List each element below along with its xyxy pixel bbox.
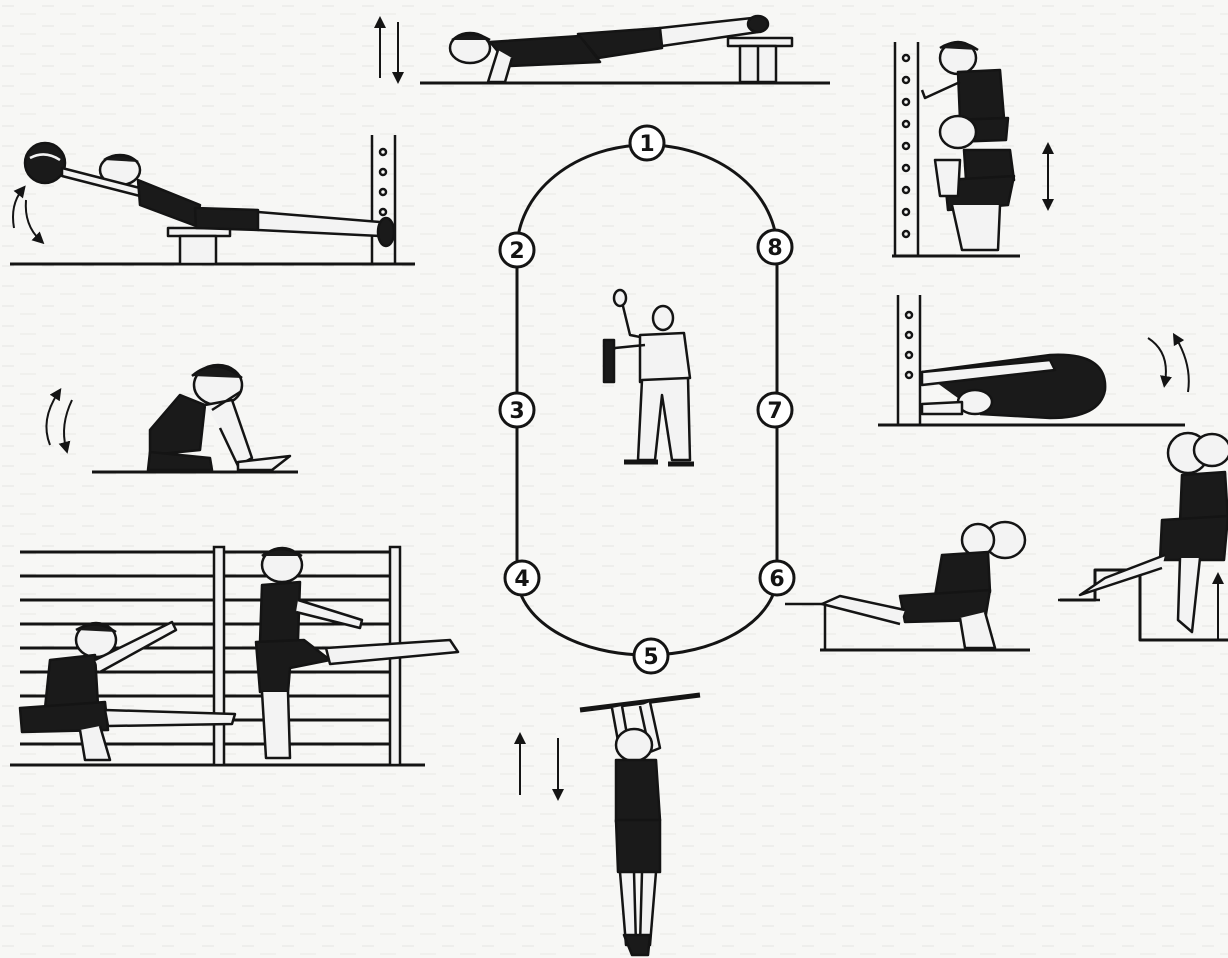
- station-marker-2: 2: [500, 233, 534, 267]
- station-marker-8: 8: [758, 230, 792, 264]
- station-label-1: 1: [639, 132, 654, 157]
- station-label-6: 6: [769, 567, 784, 592]
- station-marker-6: 6: [760, 561, 794, 595]
- station-marker-7: 7: [758, 393, 792, 427]
- station-marker-4: 4: [505, 561, 539, 595]
- station-label-3: 3: [509, 399, 524, 424]
- station-label-5: 5: [643, 645, 658, 670]
- station-marker-5: 5: [634, 639, 668, 673]
- station-label-8: 8: [767, 236, 782, 261]
- station-marker-1: 1: [630, 126, 664, 160]
- station-marker-3: 3: [500, 393, 534, 427]
- station-label-4: 4: [514, 567, 529, 592]
- station-label-2: 2: [509, 239, 524, 264]
- station-label-7: 7: [767, 399, 782, 424]
